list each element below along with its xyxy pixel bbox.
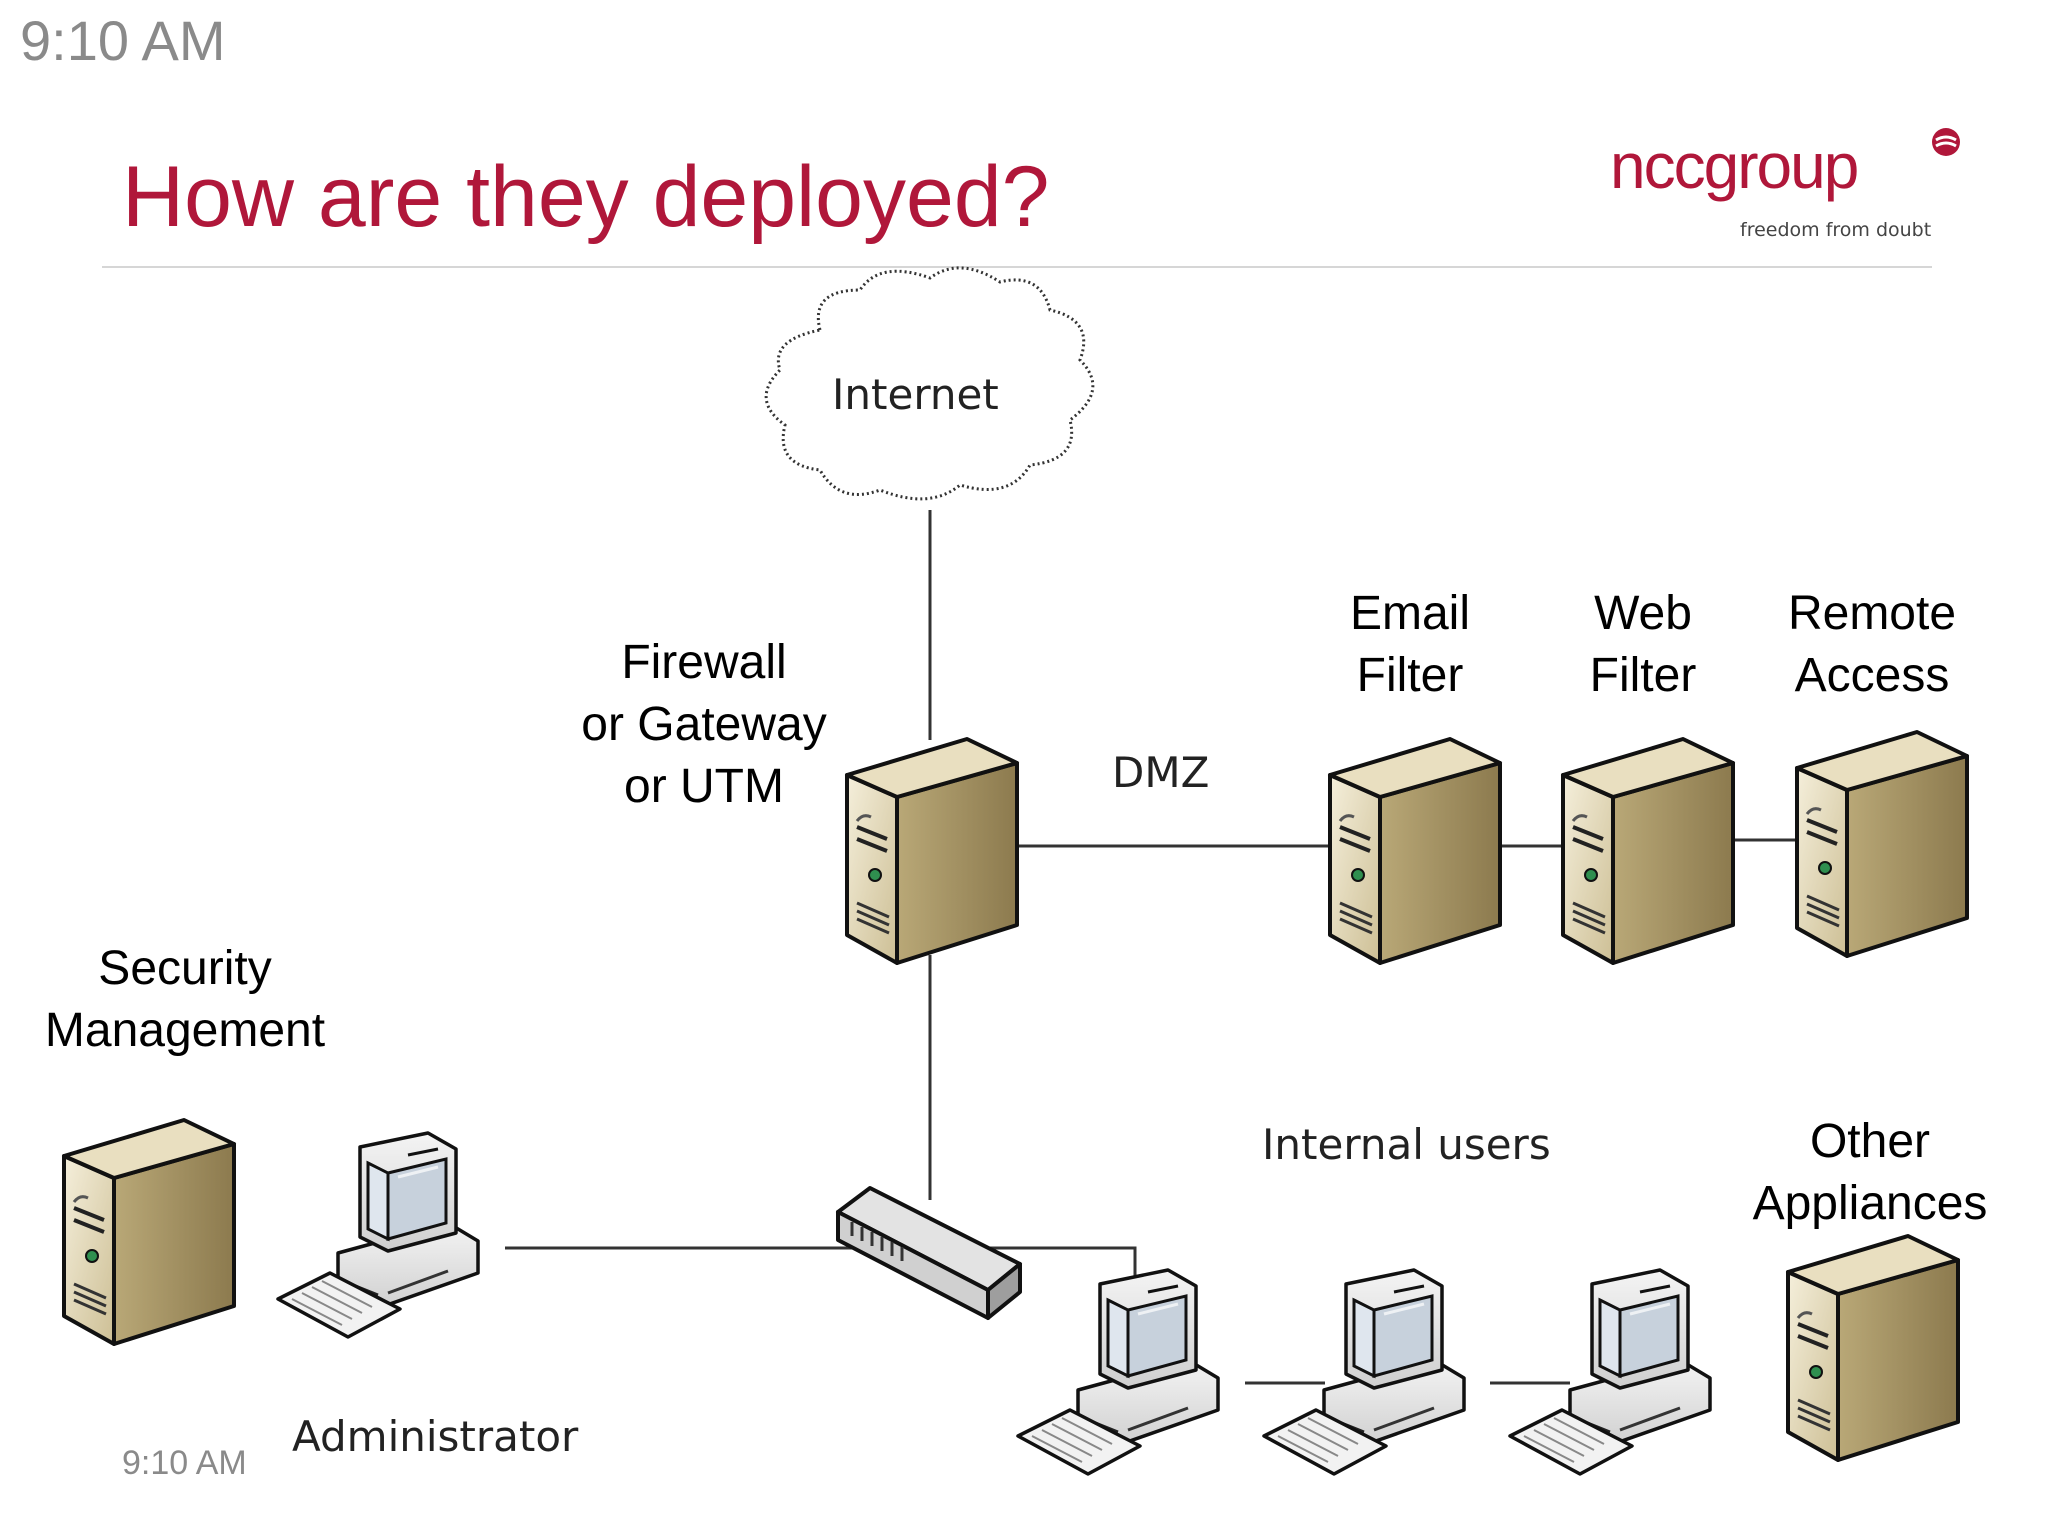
security-management-server-icon [62, 1114, 236, 1346]
logo-tagline: freedom from doubt [1740, 219, 1931, 241]
remote-access-server-icon [1795, 726, 1969, 958]
logo-swoosh-icon [1932, 128, 1960, 156]
network-switch-icon [836, 1186, 1022, 1320]
slide-title: How are they deployed? [122, 149, 1050, 245]
firewall-label: Firewall or Gateway or UTM [581, 636, 827, 813]
administrator-label: Administrator [292, 1412, 579, 1461]
internal-user-computer-2-icon [1262, 1268, 1466, 1476]
firewall-server-icon [845, 733, 1019, 965]
email-filter-label: Email Filter [1349, 587, 1471, 702]
link-switch-users [990, 1246, 1137, 1285]
internal-user-computer-1-icon [1016, 1268, 1220, 1476]
administrator-computer-icon [276, 1131, 480, 1339]
nccgroup-logo: nccgroup freedom from doubt [1610, 128, 1960, 241]
timestamp-top: 9:10 AM [20, 9, 226, 72]
dmz-label: DMZ [1112, 748, 1210, 797]
web-filter-label: Web Filter [1589, 587, 1697, 702]
connection-lines [505, 510, 1800, 1385]
email-filter-server-icon [1328, 733, 1502, 965]
title-divider [102, 266, 1932, 268]
internal-user-computer-3-icon [1508, 1268, 1712, 1476]
logo-wordmark: nccgroup [1610, 130, 1857, 202]
internal-users-label: Internal users [1262, 1120, 1551, 1169]
other-appliances-server-icon [1786, 1230, 1960, 1462]
security-management-label: Security Management [44, 942, 326, 1057]
timestamp-bottom: 9:10 AM [122, 1444, 247, 1482]
other-appliances-label: Other Appliances [1752, 1115, 1988, 1230]
web-filter-server-icon [1561, 733, 1735, 965]
remote-access-label: Remote Access [1787, 587, 1957, 702]
internet-label: Internet [832, 370, 999, 419]
internet-cloud-icon [764, 266, 1095, 501]
